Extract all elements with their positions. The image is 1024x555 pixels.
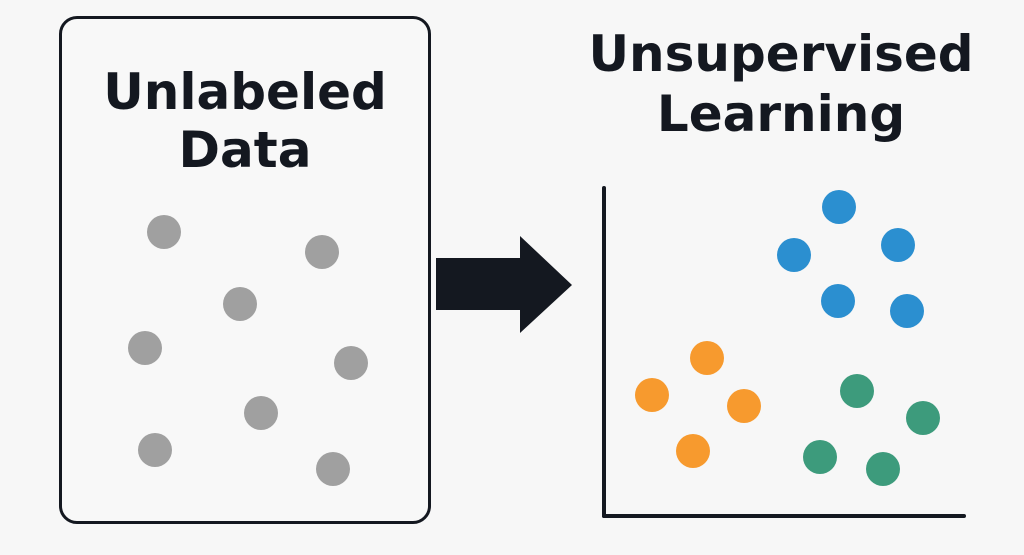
title-line: Data	[178, 121, 312, 179]
cluster-point	[822, 190, 856, 224]
cluster-point	[890, 294, 924, 328]
cluster-point	[840, 374, 874, 408]
unlabeled-points	[128, 215, 368, 486]
cluster-point	[881, 228, 915, 262]
cluster-point	[906, 401, 940, 435]
unsupervised-learning-title: Unsupervised Learning	[556, 24, 1006, 144]
cluster-point	[676, 434, 710, 468]
cluster-point	[727, 389, 761, 423]
cluster-green	[803, 374, 940, 486]
data-point	[128, 331, 162, 365]
cluster-point	[821, 284, 855, 318]
data-point	[138, 433, 172, 467]
title-line: Unlabeled	[103, 63, 387, 121]
cluster-point	[635, 378, 669, 412]
data-point	[305, 235, 339, 269]
data-point	[316, 452, 350, 486]
cluster-point	[866, 452, 900, 486]
title-line: Unsupervised	[588, 25, 974, 83]
data-point	[334, 346, 368, 380]
title-line: Learning	[656, 85, 906, 143]
cluster-point	[803, 440, 837, 474]
cluster-point	[777, 238, 811, 272]
unlabeled-data-title: Unlabeled Data	[62, 63, 428, 179]
cluster-plot-axes	[602, 186, 966, 518]
data-point	[223, 287, 257, 321]
data-point	[147, 215, 181, 249]
right-arrow-icon	[436, 236, 572, 333]
unlabeled-data-panel: Unlabeled Data	[59, 16, 431, 524]
cluster-orange	[635, 341, 761, 468]
data-point	[244, 396, 278, 430]
cluster-point	[690, 341, 724, 375]
cluster-blue	[777, 190, 924, 328]
